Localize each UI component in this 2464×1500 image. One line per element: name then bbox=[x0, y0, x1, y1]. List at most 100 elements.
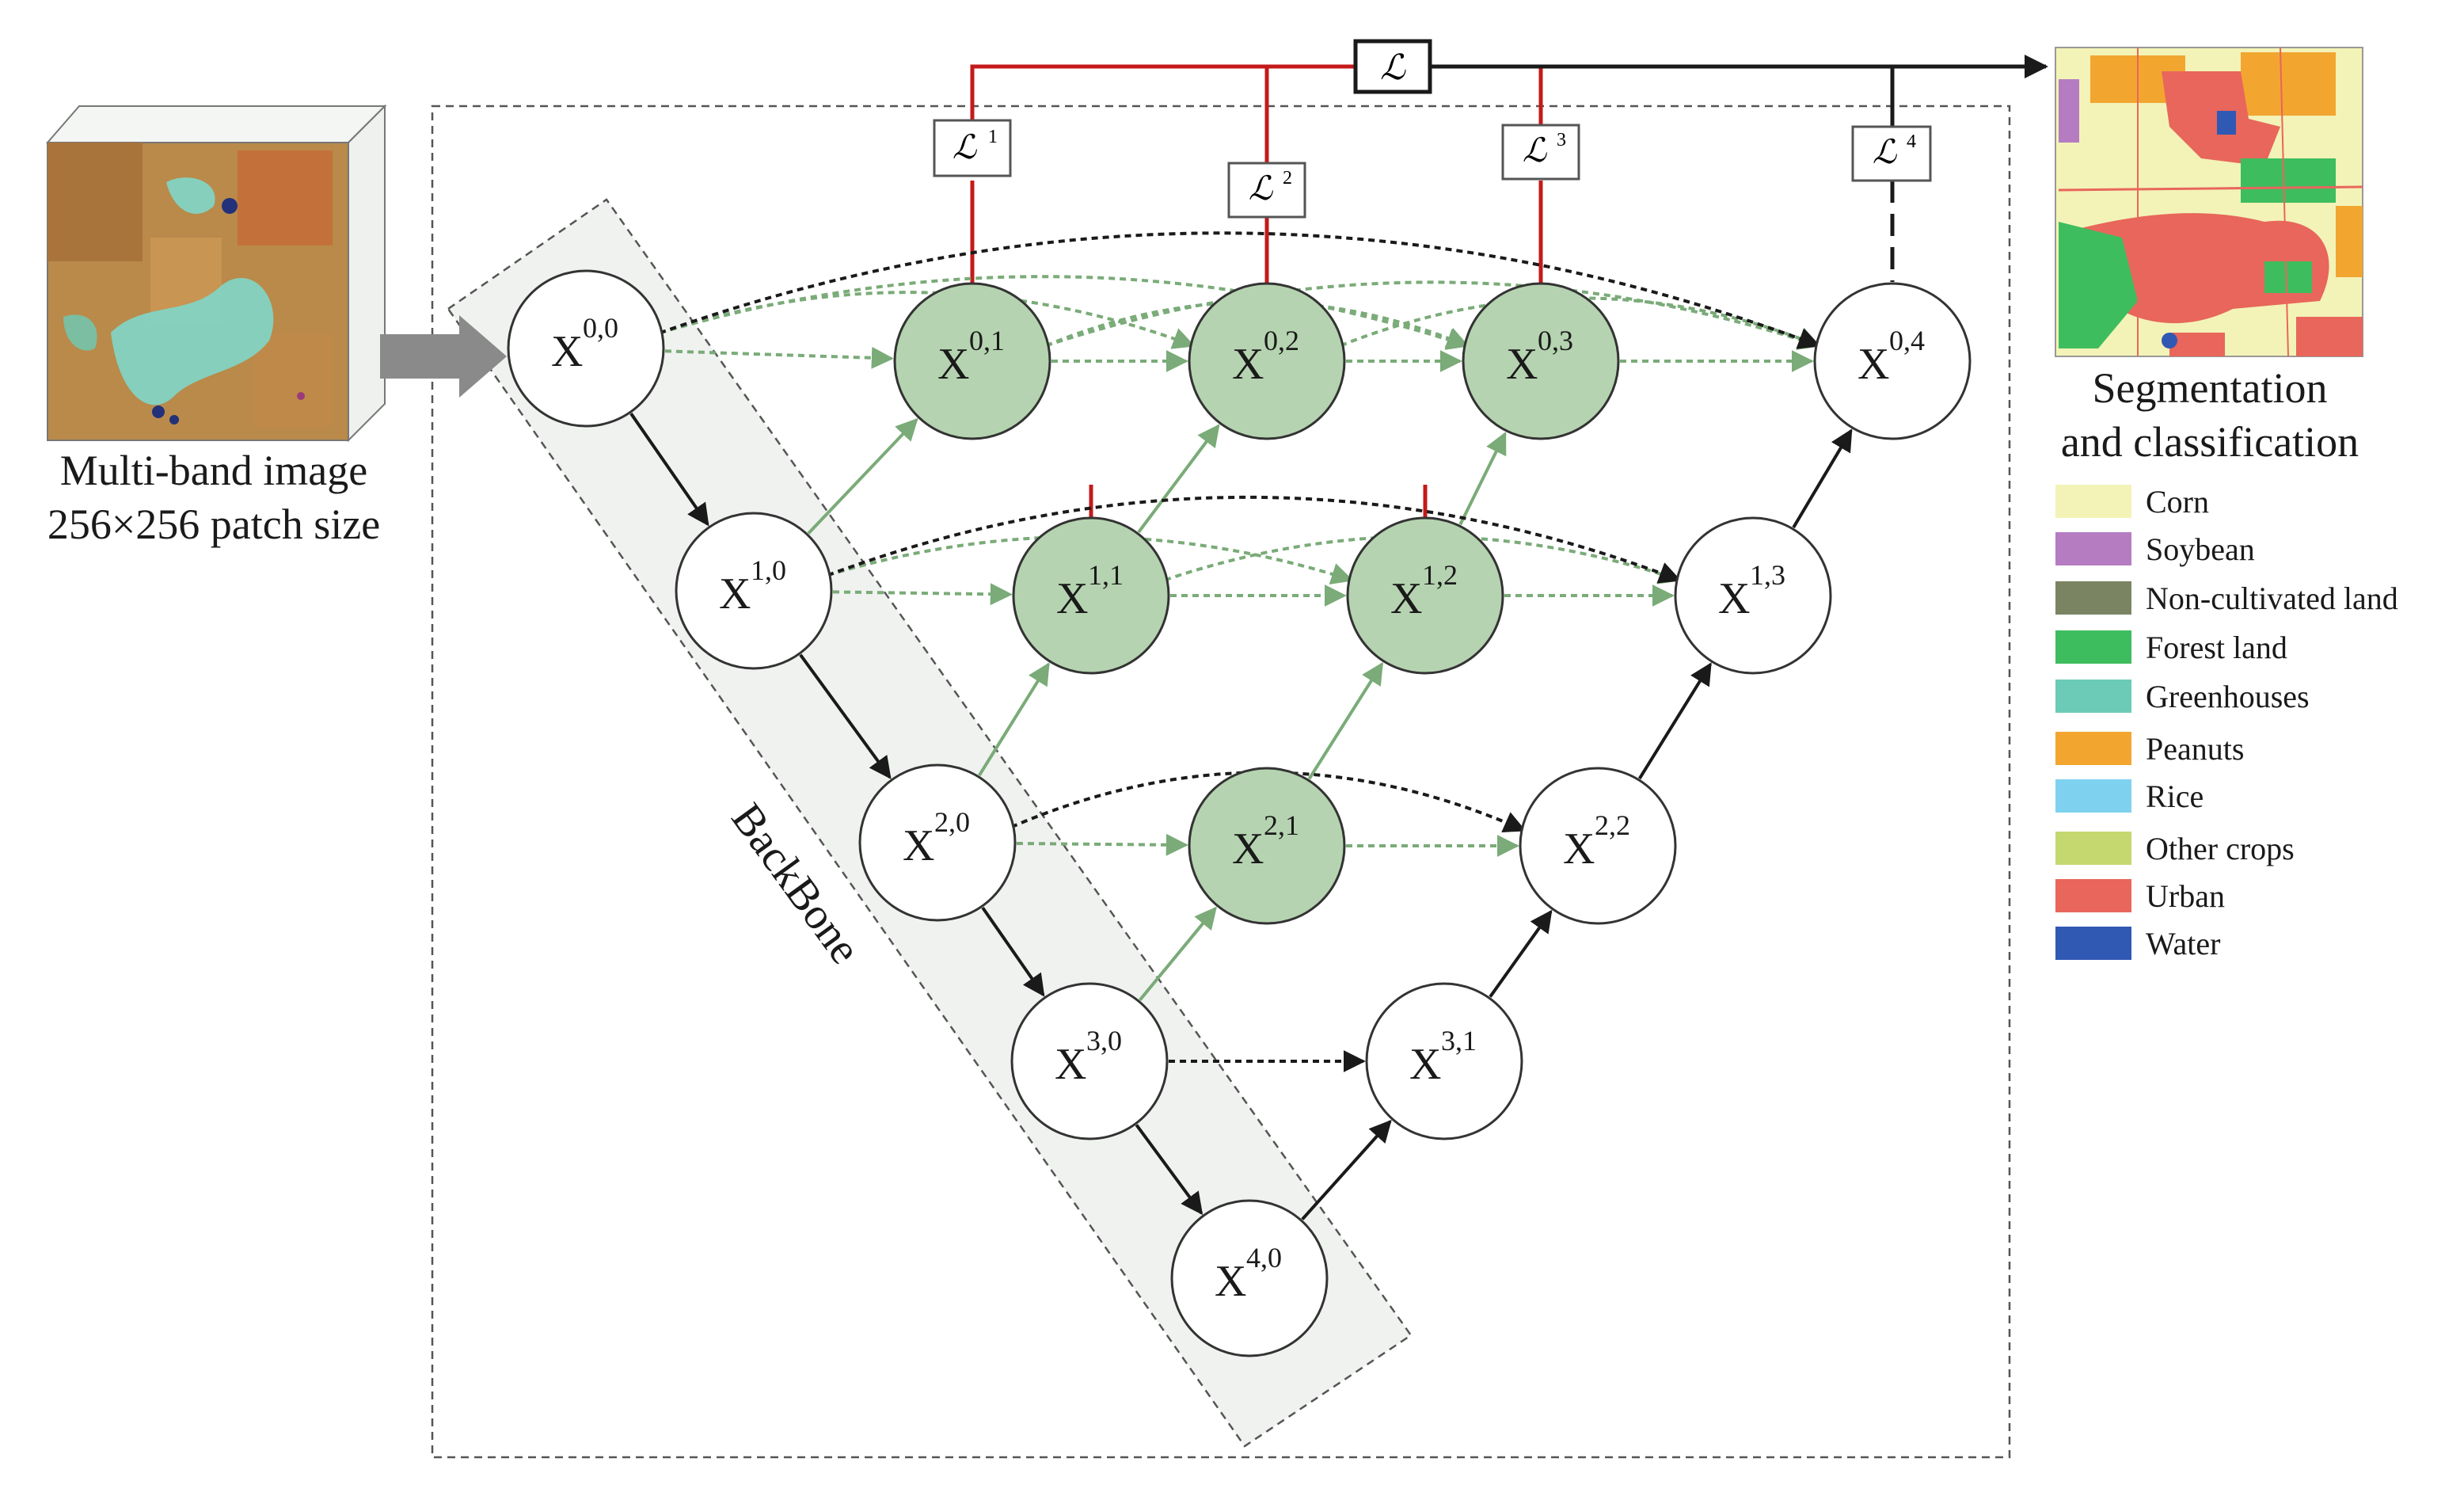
long-skip-10-13 bbox=[827, 495, 1682, 584]
legend-item: Corn bbox=[2055, 483, 2209, 520]
node-label: X bbox=[1506, 340, 1538, 389]
loss-2-sup: 2 bbox=[1283, 168, 1292, 188]
node-circle bbox=[1010, 982, 1169, 1140]
output-segmentation-map bbox=[2055, 47, 2363, 357]
loss-4-box: ℒ 4 bbox=[1851, 125, 1932, 182]
legend-item: Soybean bbox=[2055, 531, 2255, 567]
loss-1-sup: 1 bbox=[988, 127, 998, 147]
legend-label: Forest land bbox=[2146, 629, 2287, 665]
input-caption-line1: Multi-band image bbox=[59, 447, 368, 494]
node-circle bbox=[1674, 516, 1832, 675]
node-circle bbox=[893, 282, 1051, 440]
legend-swatch bbox=[2055, 485, 2131, 518]
node-circle bbox=[1462, 282, 1620, 440]
node-superscript: 1,1 bbox=[1088, 559, 1124, 591]
node-circle bbox=[1346, 516, 1504, 675]
legend-swatch bbox=[2055, 532, 2131, 565]
down-arrow-3-4 bbox=[1135, 1124, 1203, 1216]
long-skip-20-22 bbox=[1010, 771, 1527, 832]
legend-swatch bbox=[2055, 832, 2131, 865]
output-caption-line1: Segmentation bbox=[2092, 364, 2328, 412]
node-superscript: 0,1 bbox=[969, 325, 1005, 356]
node-superscript: 0,3 bbox=[1538, 325, 1573, 356]
node-label: X bbox=[1232, 824, 1264, 874]
legend-label: Corn bbox=[2146, 483, 2209, 520]
node-superscript: 2,2 bbox=[1595, 809, 1630, 841]
dense-skip-11-13 bbox=[1164, 535, 1682, 584]
dense-skip-01-04 bbox=[1045, 280, 1821, 350]
output-caption: Segmentation and classification bbox=[2024, 361, 2396, 469]
input-image-cube bbox=[45, 104, 387, 443]
node-label: X bbox=[719, 569, 751, 619]
loss-3-symbol: ℒ bbox=[1523, 133, 1547, 169]
node-label: X bbox=[1390, 574, 1422, 623]
down-arrow-1-2 bbox=[799, 653, 892, 779]
legend-label: Soybean bbox=[2146, 531, 2255, 567]
output-caption-line2: and classification bbox=[2060, 418, 2359, 466]
legend-item: Rice bbox=[2055, 778, 2204, 814]
up-arrow-22-13 bbox=[1638, 662, 1712, 780]
node-label: X bbox=[1232, 340, 1264, 389]
up-arrow-11-02 bbox=[1137, 424, 1220, 534]
node-circle bbox=[1188, 767, 1346, 925]
down-arrow-0-1 bbox=[629, 413, 709, 527]
legend-swatch bbox=[2055, 879, 2131, 912]
legend-label: Other crops bbox=[2146, 830, 2295, 866]
legend-swatch bbox=[2055, 732, 2131, 765]
connection-arrows bbox=[629, 231, 1853, 1220]
node-label: X bbox=[1055, 1040, 1086, 1089]
legend-item: Greenhouses bbox=[2055, 678, 2310, 714]
legend-label: Greenhouses bbox=[2146, 678, 2310, 714]
input-caption-line2: 256×256 patch size bbox=[47, 501, 381, 548]
node-label: X bbox=[1858, 340, 1889, 389]
node-superscript: 3,1 bbox=[1441, 1025, 1477, 1056]
node-label: X bbox=[551, 327, 583, 376]
legend-label: Urban bbox=[2146, 878, 2225, 914]
node-circle bbox=[1170, 1199, 1329, 1357]
input-caption: Multi-band image 256×256 patch size bbox=[24, 444, 404, 551]
down-arrow-2-3 bbox=[981, 906, 1045, 997]
node-superscript: 4,0 bbox=[1246, 1242, 1282, 1273]
node-superscript: 2,0 bbox=[934, 806, 970, 838]
node-superscript: 3,0 bbox=[1086, 1025, 1122, 1056]
legend-item: Forest land bbox=[2055, 629, 2287, 665]
up-arrow-30-21 bbox=[1139, 906, 1217, 1002]
node-circle bbox=[858, 763, 1017, 922]
node-superscript: 1,2 bbox=[1422, 559, 1458, 591]
node-superscript: 0,4 bbox=[1889, 325, 1925, 356]
legend-item: Urban bbox=[2055, 878, 2225, 914]
up-arrow-20-11 bbox=[978, 662, 1050, 777]
legend-label: Non-cultivated land bbox=[2146, 580, 2398, 616]
node-circle bbox=[1188, 282, 1346, 440]
loss-bus bbox=[970, 55, 2048, 518]
loss-3-sup: 3 bbox=[1557, 130, 1566, 150]
node-superscript: 0,2 bbox=[1264, 325, 1299, 356]
legend-label: Peanuts bbox=[2146, 730, 2245, 767]
node-superscript: 1,3 bbox=[1750, 559, 1785, 591]
up-arrow-40-31 bbox=[1301, 1119, 1392, 1220]
skip-10-11 bbox=[832, 583, 1013, 606]
loss-2-box: ℒ 2 bbox=[1227, 162, 1306, 219]
legend-swatch bbox=[2055, 927, 2131, 960]
skip-20-21 bbox=[1016, 833, 1188, 856]
node-label: X bbox=[1056, 574, 1088, 623]
node-label: X bbox=[1409, 1040, 1441, 1089]
up-arrow-10-01 bbox=[807, 417, 918, 535]
skip-00-01 bbox=[664, 346, 894, 369]
node-circle bbox=[1519, 767, 1677, 925]
node-label: X bbox=[937, 340, 969, 389]
loss-4-sup: 4 bbox=[1907, 131, 1916, 152]
loss-2-symbol: ℒ bbox=[1249, 171, 1273, 207]
legend-item: Peanuts bbox=[2055, 730, 2244, 767]
loss-4-symbol: ℒ bbox=[1873, 135, 1897, 171]
